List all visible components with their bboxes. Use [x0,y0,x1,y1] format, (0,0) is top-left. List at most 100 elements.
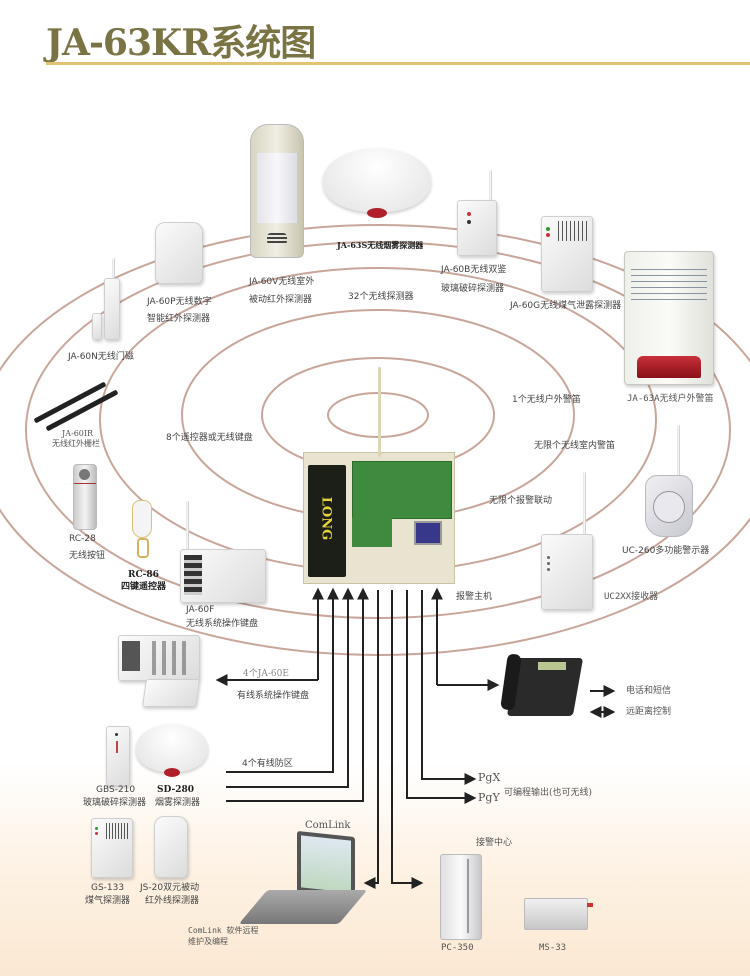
device-ja-63a[interactable] [624,251,714,385]
device-comlink-laptop[interactable] [238,830,368,930]
battery: LONG [308,465,346,577]
device-rc-28[interactable] [73,464,97,530]
label-uc-260: UC-260多功能警示器 [622,546,710,556]
label-ja-63s: JA-63S无线烟雾探测器 [337,240,424,250]
body [457,200,497,256]
device-gbs-210[interactable] [106,726,130,786]
led-red [467,212,471,216]
ring-label-outdoor-siren: 1个无线户外警笛 [512,395,581,405]
wire-pgx [421,590,477,785]
pc-slot [467,859,469,933]
fob-ring [137,538,149,558]
antenna [112,258,115,278]
wire-zone-1 [226,587,339,773]
device-ja-60e[interactable] [118,635,200,707]
circuit-board-2 [352,517,392,547]
device-uc2xx[interactable] [541,472,593,610]
device-ja-60n[interactable] [92,258,128,340]
label-ms-33: MS-33 [539,943,567,953]
device-uc-260[interactable] [645,425,693,537]
label-comlink-title: ComLink [305,820,351,831]
label-remote-control: 远距离控制 [626,707,672,717]
smoke-led [164,768,180,777]
label-js-20-1: JS-20双元被动 [140,883,200,893]
led-black [467,220,471,224]
label-sd-280-1: SD-280 [157,785,194,795]
device-gs-133[interactable] [91,818,133,878]
led-2 [547,562,550,565]
device-ja-60p[interactable] [155,222,203,284]
device-ms-33[interactable] [524,898,593,930]
wire-pgy [406,590,477,804]
label-comlink-note-1: ComLink 软件远程 [188,926,259,935]
label-ja-60b-2: 玻璃破碎探测器 [441,284,505,294]
label-sd-280-2: 烟雾探测器 [155,798,201,808]
fob-body [132,500,152,538]
label-gs-133-2: 煤气探测器 [85,896,131,906]
label-rc-86-1: RC-86 [128,570,159,580]
alarm-control-panel[interactable]: LONG [303,367,455,584]
vent-grille [558,221,588,241]
label-ja-60v-2: 被动红外探测器 [249,295,313,305]
keypad-panel [184,555,202,595]
label-wired-zones: 4个有线防区 [242,759,293,769]
panel-antenna [378,367,381,457]
smoke-body [323,148,431,212]
label-ja-63a: JA-63A无线户外警笛 [627,394,714,404]
led-1 [547,556,550,559]
label-pgx: PgX [478,771,501,784]
device-pc-350[interactable] [440,854,482,940]
label-gs-133-1: GS-133 [91,883,125,893]
antenna [583,472,586,536]
label-ja-60f-1: JA-60F [186,605,215,615]
device-ja-60b[interactable] [457,170,497,258]
label-rc-28-2: 无线按钮 [69,551,106,561]
label-keypad-count: 4个JA-60E [243,669,289,679]
uc260-dial [653,491,685,523]
button [79,469,90,480]
led-red [95,832,98,835]
laptop-keyboard [238,890,368,924]
device-ja-60v[interactable] [250,124,304,258]
battery-brand: LONG [318,496,334,541]
circuit-board [352,461,452,519]
label-ja-60v-1: JA-60V无线室外 [249,277,315,287]
wire-pc [391,590,424,889]
label-ja-60p-2: 智能红外探测器 [147,314,211,324]
led-3 [547,568,550,571]
device-ja-63s[interactable] [323,148,431,218]
speaker-grille [267,233,287,245]
phone-display [538,662,566,670]
wire-lines [215,587,616,889]
device-js-20[interactable] [154,816,188,878]
label-pgy: PgY [478,791,500,804]
device-rc-86[interactable] [132,500,152,558]
magnet [92,313,102,340]
keypad-cover [142,679,200,707]
panel-label: 报警主机 [456,592,493,602]
device-sd-280[interactable] [136,724,208,782]
label-ja-60g: JA-60G无线煤气泄露探测器 [510,301,622,311]
label-monitoring-center: 接警中心 [476,838,513,848]
smoke-body [136,724,208,772]
device-ja-60f[interactable] [180,501,266,603]
device-telephone[interactable] [494,650,584,722]
antenna [489,170,492,206]
siren-vents [631,264,707,300]
led [115,733,118,736]
label-ja-60ir-2: 无线红外栅栏 [52,439,100,448]
receiver-body [541,534,593,610]
label-ja-60n: JA-60N无线门磁 [68,352,134,362]
label-ja-60ir-1: JA-60IR [62,429,94,438]
led-green [95,827,98,830]
label-keypad: 有线系统操作键盘 [237,691,310,701]
device-ja-60g[interactable] [541,216,593,292]
sensor [104,278,120,340]
led-green [546,227,550,231]
ms33-antenna-jack [587,903,593,907]
device-ja-60ir[interactable] [30,378,119,432]
vent-grille [106,823,128,839]
transformer [414,521,442,545]
stripe [74,483,96,484]
